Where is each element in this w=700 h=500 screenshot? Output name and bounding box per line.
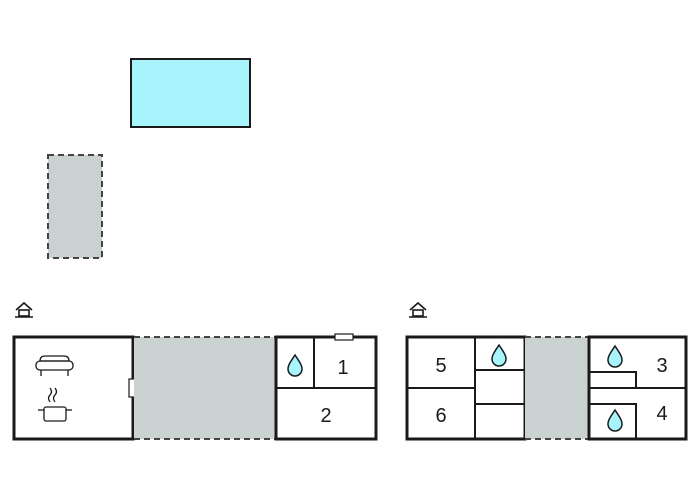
house-icon <box>14 302 34 318</box>
house-icon <box>408 302 428 318</box>
room-label-5: 5 <box>435 355 446 377</box>
covered-terrace <box>134 337 276 439</box>
pool <box>130 58 251 128</box>
outdoor-terrace <box>47 154 103 259</box>
room-label-6: 6 <box>435 405 446 427</box>
window <box>334 333 354 341</box>
covered-passage <box>525 337 589 439</box>
room-label-2: 2 <box>320 405 331 427</box>
room-label-4: 4 <box>656 403 667 425</box>
living-kitchen-room <box>12 335 135 441</box>
sofa-icon <box>35 355 74 376</box>
room-label-1: 1 <box>337 357 348 379</box>
room-label-3: 3 <box>656 355 667 377</box>
cooking-pot-icon <box>38 387 72 422</box>
